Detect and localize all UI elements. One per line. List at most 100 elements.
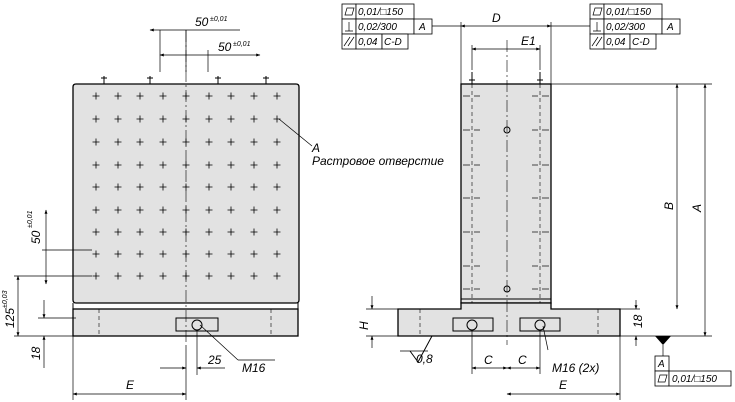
dim-h: H [357,321,371,330]
dim-c-left: C [484,353,493,367]
raster-hole [273,161,281,169]
dim-c-right: C [518,353,527,367]
raster-hole [273,206,281,214]
dim-left-18: 18 [29,346,43,360]
raster-hole [92,228,100,236]
front-base [72,308,299,337]
datum-frame: A 0,01/□150 [654,355,732,387]
front-top-studs [101,76,269,84]
frame-right-row2: 0,02/300 [606,22,645,33]
raster-hole [250,161,258,169]
raster-hole [227,138,235,146]
raster-hole [250,138,258,146]
raster-hole [182,138,190,146]
dim-e-left: E [126,378,135,392]
frame-left-row1: 0,01/□150 [358,7,403,18]
thread-m16-2x: M16 (2x) [552,361,599,375]
raster-hole [136,161,144,169]
raster-hole [273,138,281,146]
dim-top-50-lower-tol: ±0,01 [233,41,251,48]
raster-hole [227,161,235,169]
raster-hole [205,206,213,214]
raster-hole [92,115,100,123]
raster-hole [182,183,190,191]
dim-25: 25 [207,353,222,367]
raster-hole [205,272,213,280]
raster-hole [159,92,167,100]
tolerance-frame-right: 0,01/□150 0,02/300 A 0,04 C-D [551,3,681,50]
raster-hole [159,183,167,191]
raster-hole [159,250,167,258]
raster-hole [114,138,122,146]
raster-hole [273,272,281,280]
raster-hole-grid [92,92,281,280]
raster-hole [136,206,144,214]
raster-hole [182,161,190,169]
raster-hole [205,115,213,123]
dim-e1: E1 [521,34,536,48]
raster-hole [205,138,213,146]
dim-a: A [690,204,704,213]
raster-hole [205,161,213,169]
raster-hole [227,115,235,123]
raster-hole [114,161,122,169]
side-hole-marks [463,95,549,290]
raster-hole [114,250,122,258]
raster-hole [182,206,190,214]
raster-hole [159,115,167,123]
raster-hole [159,272,167,280]
side-column [460,83,552,304]
raster-hole [136,138,144,146]
frame-left-row3: 0,04 [358,37,378,48]
dim-left-125: 125 [3,308,17,328]
dim-left-pitch-50-tol: ±0,01 [27,210,34,228]
dim-top-50-upper-tol: ±0,01 [210,16,228,23]
raster-hole [136,228,144,236]
raster-hole [92,272,100,280]
datum-value: 0,01/□150 [672,374,717,385]
roughness-value: 0,8 [416,352,433,366]
dim-b: B [662,202,676,210]
raster-hole [182,228,190,236]
raster-hole [250,92,258,100]
raster-hole [205,228,213,236]
raster-hole [159,206,167,214]
frame-left-row2-ref: A [418,22,426,33]
raster-hole [250,206,258,214]
roughness-symbol [409,335,433,363]
datum-letter: A [657,359,665,370]
raster-hole [205,250,213,258]
raster-hole [114,228,122,236]
frame-right-row1: 0,01/□150 [606,7,651,18]
tolerance-frame-left: 0,01/□150 0,02/300 A 0,04 C-D [341,3,461,50]
raster-hole [136,183,144,191]
side-view: D E1 B A 18 H 0,8 C [357,11,712,400]
raster-hole [159,138,167,146]
side-base [397,302,621,337]
side-base-slot-left [452,317,494,332]
raster-hole [92,183,100,191]
frame-left-row2: 0,02/300 [358,22,397,33]
datum-triangle [655,336,671,345]
frame-right-row2-ref: A [666,22,674,33]
raster-hole [273,183,281,191]
raster-hole [136,272,144,280]
raster-hole [159,228,167,236]
frame-right-row3: 0,04 [606,37,626,48]
dim-left-pitch-50: 50 [29,230,43,244]
dim-e-right: E [559,378,568,392]
raster-hole [205,92,213,100]
raster-hole [250,115,258,123]
front-view: 50 ±0,01 50 ±0,01 50 ±0,01 125 ±0,03 18 … [2,15,444,400]
raster-hole [159,161,167,169]
raster-hole [250,272,258,280]
raster-hole [114,206,122,214]
raster-hole [92,161,100,169]
frame-left-row3-ref: C-D [384,37,402,48]
raster-hole [273,250,281,258]
raster-hole [205,183,213,191]
raster-hole [114,183,122,191]
dim-top-50-lower: 50 [218,40,232,54]
raster-hole [182,272,190,280]
dim-top-50-upper: 50 [195,15,209,29]
